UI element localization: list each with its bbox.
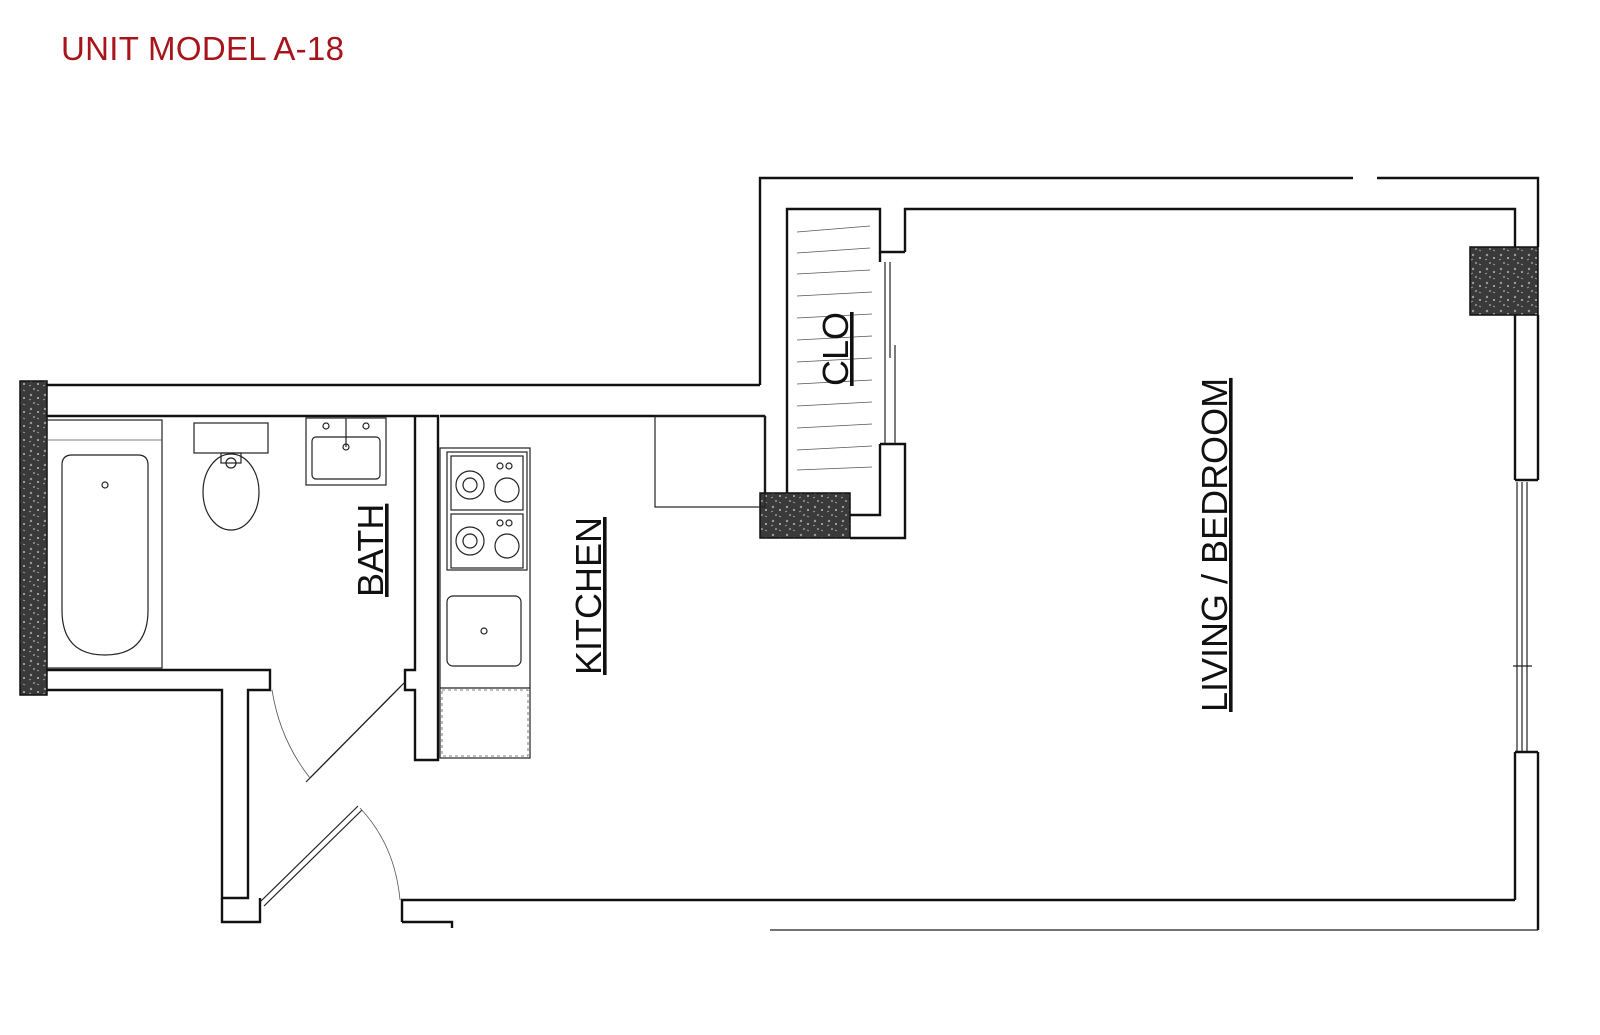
page-title: UNIT MODEL A-18	[61, 30, 345, 67]
bathtub	[46, 419, 163, 669]
room-label-living-bedroom: LIVING / BEDROOM	[1194, 378, 1235, 712]
room-label-kitchen: KITCHEN	[568, 517, 609, 675]
bath-sink	[305, 417, 387, 486]
column-right	[1469, 246, 1539, 316]
column-left	[19, 380, 48, 696]
room-label-bath: BATH	[350, 504, 391, 597]
kitchen-cabinet	[654, 415, 766, 508]
entry-door	[259, 805, 401, 907]
column-closet	[759, 492, 851, 539]
kitchen-counter	[439, 447, 531, 759]
kitchen-sink	[446, 595, 522, 667]
stove-burners	[455, 462, 520, 559]
bath-door	[271, 681, 406, 783]
closet-shelving	[796, 225, 896, 471]
toilet	[193, 422, 269, 531]
room-label-closet: CLO	[815, 312, 856, 386]
walls	[47, 176, 1540, 931]
dishwasher	[441, 689, 529, 757]
